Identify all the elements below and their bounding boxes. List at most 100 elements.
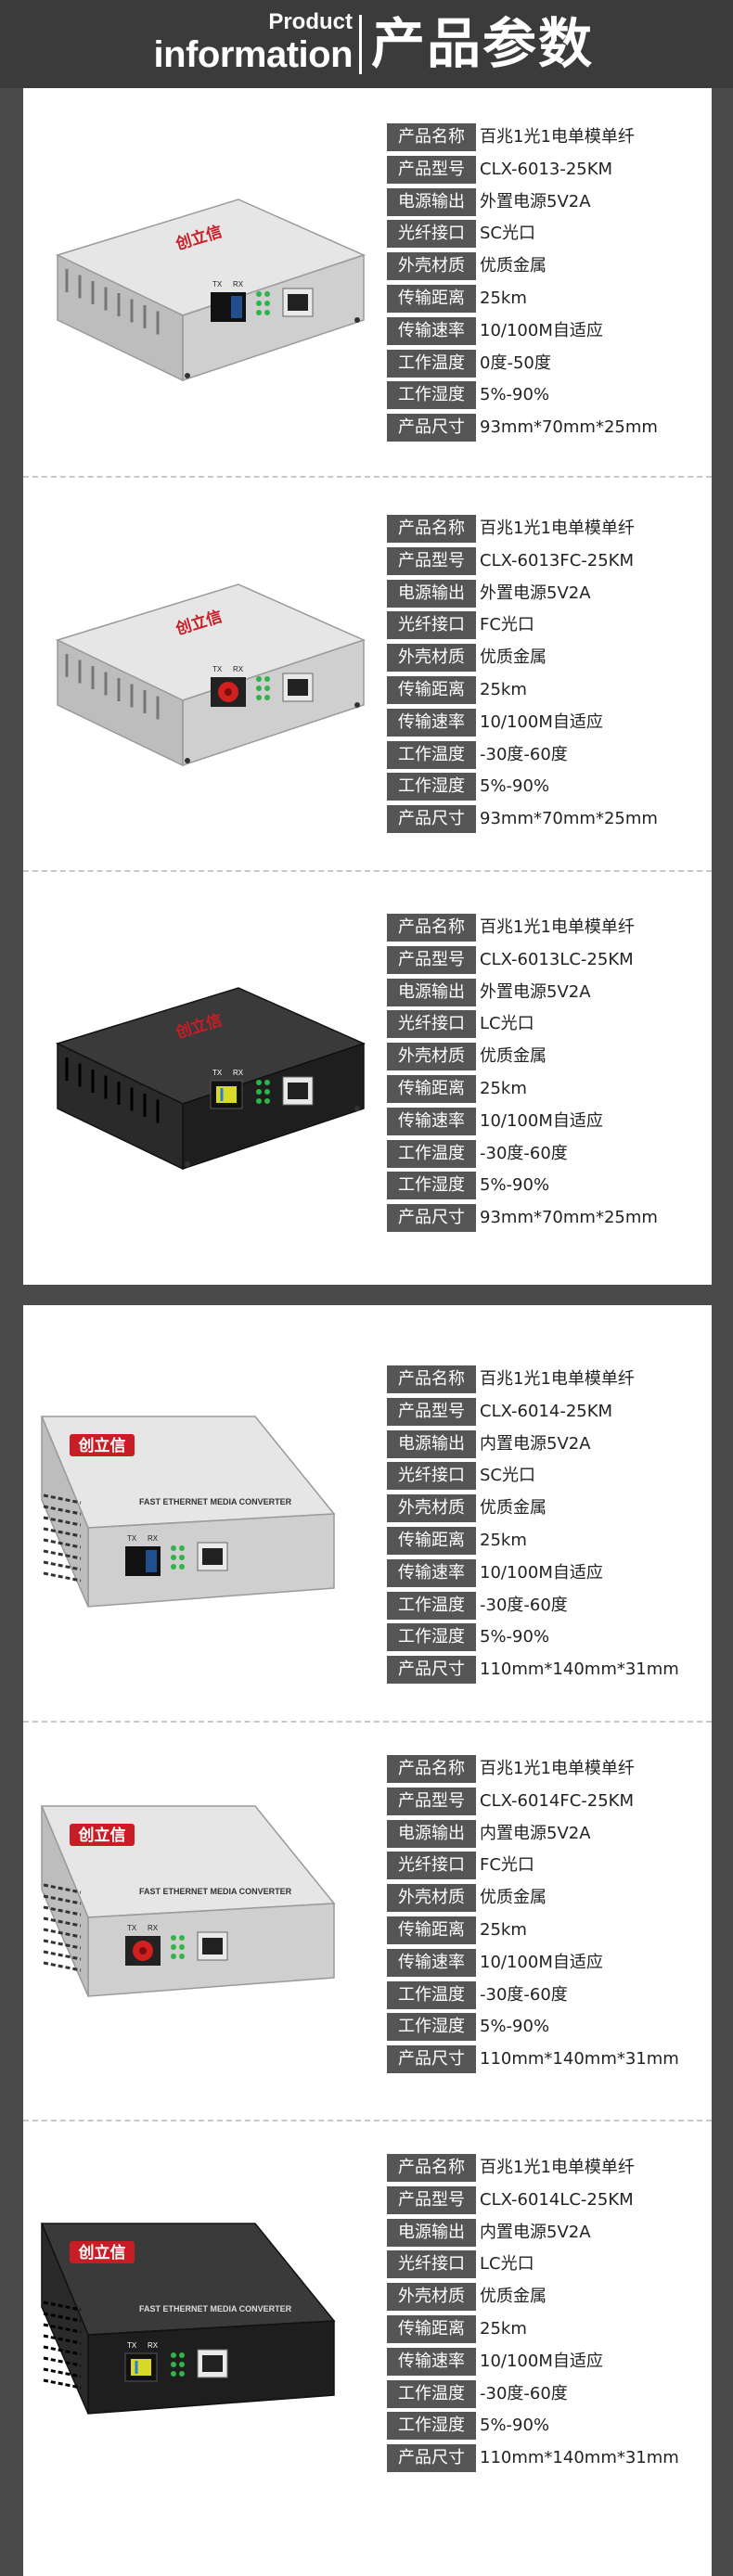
spec-value: LC光口 xyxy=(480,2254,534,2275)
spec-label: 光纤接口 xyxy=(387,220,476,249)
spec-value: 内置电源5V2A xyxy=(480,1433,591,1454)
spec-label: 光纤接口 xyxy=(387,1010,476,1039)
port-tx-label: TX xyxy=(127,2341,137,2350)
section-divider xyxy=(23,476,712,478)
spec-value: 外置电源5V2A xyxy=(480,191,591,211)
spec-label: 产品尺寸 xyxy=(387,1656,476,1685)
spec-value: SC光口 xyxy=(480,1466,535,1486)
spec-label: 电源输出 xyxy=(387,2218,476,2247)
spec-value: -30度-60度 xyxy=(480,1595,568,1615)
device-side-face xyxy=(57,638,184,767)
spec-label: 传输速率 xyxy=(387,1948,476,1977)
spec-value: 5%-90% xyxy=(480,2416,550,2436)
device-side-face xyxy=(57,253,184,382)
spec-label: 电源输出 xyxy=(387,579,476,608)
spec-row: 外壳材质优质金属 xyxy=(387,2283,702,2312)
spec-label: 电源输出 xyxy=(387,1819,476,1848)
spec-value: 10/100M自适应 xyxy=(480,1562,603,1583)
spec-label: 工作湿度 xyxy=(387,1623,476,1652)
vent-slots xyxy=(43,1493,82,1583)
spec-value: -30度-60度 xyxy=(480,1984,568,2005)
spec-value: 25km xyxy=(480,2319,527,2339)
spec-value: 93mm*70mm*25mm xyxy=(480,1208,658,1228)
rj45-port xyxy=(197,1542,228,1571)
spec-row: 电源输出内置电源5V2A xyxy=(387,1819,702,1848)
spec-label: 工作湿度 xyxy=(387,773,476,801)
spec-value: SC光口 xyxy=(480,224,535,244)
spec-row: 产品名称百兆1光1电单模单纤 xyxy=(387,914,702,942)
section-divider xyxy=(23,2120,712,2121)
device-caption: FAST ETHERNET MEDIA CONVERTER xyxy=(139,2304,292,2313)
port-rx-label: RX xyxy=(148,2341,159,2350)
spec-value: 优质金属 xyxy=(480,2287,547,2307)
spec-label: 产品型号 xyxy=(387,546,476,575)
vent-slots xyxy=(65,654,160,720)
spec-row: 工作温度-30度-60度 xyxy=(387,740,702,769)
spec-value: 外置电源5V2A xyxy=(480,981,591,1002)
page-header: Product information 产品参数 xyxy=(0,0,733,88)
spec-row: 外壳材质优质金属 xyxy=(387,1884,702,1913)
spec-label: 传输速率 xyxy=(387,708,476,737)
port-rx-label: RX xyxy=(233,665,244,673)
header-chinese-title: 产品参数 xyxy=(371,12,595,75)
port-tx-label: TX xyxy=(212,665,223,673)
spec-label: 产品尺寸 xyxy=(387,2444,476,2473)
fiber-port-lc: TX RX xyxy=(124,2341,159,2382)
spec-label: 产品名称 xyxy=(387,1755,476,1783)
spec-label: 传输距离 xyxy=(387,285,476,313)
spec-label: 传输速率 xyxy=(387,2347,476,2376)
spec-label: 产品型号 xyxy=(387,155,476,184)
rj45-port xyxy=(197,1931,228,1961)
spec-value: 5%-90% xyxy=(480,1175,550,1196)
rj45-port xyxy=(282,288,314,317)
spec-label: 工作湿度 xyxy=(387,2013,476,2042)
spec-value: 10/100M自适应 xyxy=(480,2351,603,2371)
spec-label: 产品型号 xyxy=(387,1397,476,1426)
device-side-face xyxy=(41,1805,89,1997)
vent-slots xyxy=(65,1057,160,1123)
spec-label: 外壳材质 xyxy=(387,252,476,281)
spec-value: 百兆1光1电单模单纤 xyxy=(480,2158,635,2177)
spec-value: 百兆1光1电单模单纤 xyxy=(480,127,635,147)
header-english-title: Product information xyxy=(154,11,354,74)
spec-value: 优质金属 xyxy=(480,1888,547,1908)
spec-value: 优质金属 xyxy=(480,1498,547,1519)
spec-row: 电源输出外置电源5V2A xyxy=(387,187,702,216)
spec-value: 25km xyxy=(480,680,527,699)
svg-text:创立信: 创立信 xyxy=(78,1826,126,1845)
status-leds xyxy=(256,676,270,700)
spec-label: 产品尺寸 xyxy=(387,1204,476,1233)
spec-label: 产品名称 xyxy=(387,515,476,543)
status-leds xyxy=(256,291,270,315)
spec-label: 工作湿度 xyxy=(387,2412,476,2441)
port-tx-label: TX xyxy=(127,1534,137,1543)
spec-value: 优质金属 xyxy=(480,1046,547,1067)
vent-slots xyxy=(43,1883,82,1972)
